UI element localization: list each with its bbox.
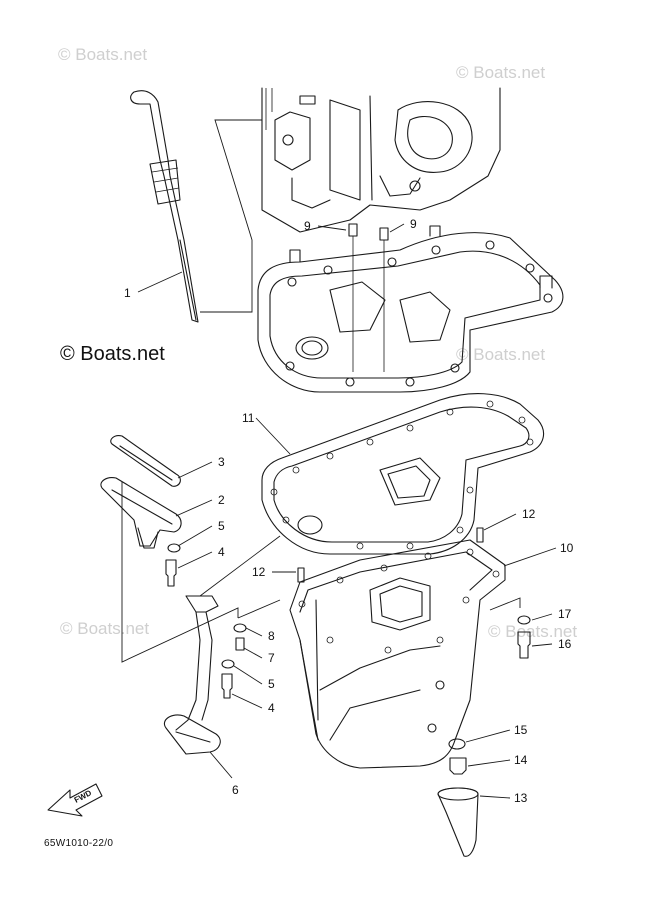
bolt-upper (165, 559, 177, 587)
watermark-lower-right: © Boats.net (488, 622, 577, 641)
leader-16 (531, 643, 553, 647)
dowel-pin-right (379, 227, 389, 372)
diagram-code: 65W1010-22/0 (44, 838, 113, 849)
oil-strainer-gasket-drawing (110, 435, 181, 487)
leader-4b (231, 693, 263, 709)
fwd-arrow-icon: FWD (47, 783, 103, 817)
leader-12a (483, 513, 517, 531)
watermark-middle-left: © Boats.net (60, 343, 165, 365)
leader-15 (465, 729, 511, 743)
callout-9b: 9 (410, 217, 417, 231)
callout-13: 13 (514, 791, 528, 805)
callout-14: 14 (514, 753, 528, 767)
callout-10: 10 (560, 541, 574, 555)
grouping-bracket-right (489, 597, 521, 611)
leader-5b (233, 665, 263, 685)
callout-8: 8 (268, 629, 275, 643)
callout-1: 1 (124, 286, 131, 300)
callout-5a: 5 (218, 519, 225, 533)
bolt-16 (517, 631, 531, 659)
dowel-pin-left (348, 223, 358, 372)
gasket-drawing (261, 393, 545, 555)
drain-cap-13 (437, 787, 479, 857)
leader-10 (503, 547, 557, 567)
leader-6 (209, 751, 233, 779)
callout-12b: 12 (252, 565, 266, 579)
callout-5b: 5 (268, 677, 275, 691)
grouping-bracket-left (121, 482, 239, 663)
callout-11: 11 (242, 411, 255, 425)
callout-4a: 4 (218, 545, 225, 559)
washer-7 (235, 637, 245, 651)
leader-7 (243, 647, 263, 659)
oil-pan-drawing (289, 539, 506, 769)
grouping-bracket-left-link (237, 599, 281, 619)
engine-block-drawing (261, 87, 501, 233)
leader-2 (175, 499, 213, 517)
upper-case-plate (257, 225, 564, 393)
dowel-pin-12-right (476, 527, 484, 543)
watermark-top-right: © Boats.net (456, 63, 545, 82)
leader-8 (245, 627, 263, 637)
drain-plug-14 (449, 757, 467, 775)
leader-14 (467, 759, 511, 767)
watermark-lower-left: © Boats.net (60, 619, 149, 638)
callout-6: 6 (232, 783, 239, 797)
leader-1 (137, 271, 183, 293)
washer-17 (517, 615, 531, 625)
callout-9a: 9 (304, 219, 311, 233)
leader-9a (317, 225, 347, 231)
callout-17: 17 (558, 607, 572, 621)
callout-7: 7 (268, 651, 275, 665)
leader-9b (389, 223, 405, 233)
watermark-top-left: © Boats.net (58, 45, 147, 64)
washer-15 (448, 738, 466, 750)
leader-17 (531, 613, 553, 621)
bolt-8 (233, 623, 247, 633)
watermark-middle-right: © Boats.net (456, 345, 545, 364)
leader-3 (177, 461, 213, 479)
leader-11 (255, 417, 291, 455)
callout-4b: 4 (268, 701, 275, 715)
leader-4a (177, 551, 213, 569)
washer-upper (167, 543, 181, 553)
dipstick-drawing (130, 90, 262, 323)
callout-12a: 12 (522, 507, 536, 521)
callout-16: 16 (558, 637, 572, 651)
oil-strainer-drawing (100, 477, 182, 549)
leader-13 (479, 795, 511, 799)
leader-tube-link (199, 535, 281, 597)
callout-3: 3 (218, 455, 225, 469)
bolt-4-lower (221, 673, 233, 699)
oil-pickup-tube-drawing (164, 595, 221, 755)
washer-5-lower (221, 659, 235, 669)
dowel-pin-12-left (297, 567, 305, 583)
callout-15: 15 (514, 723, 528, 737)
callout-2: 2 (218, 493, 225, 507)
leader-5a (177, 525, 213, 547)
